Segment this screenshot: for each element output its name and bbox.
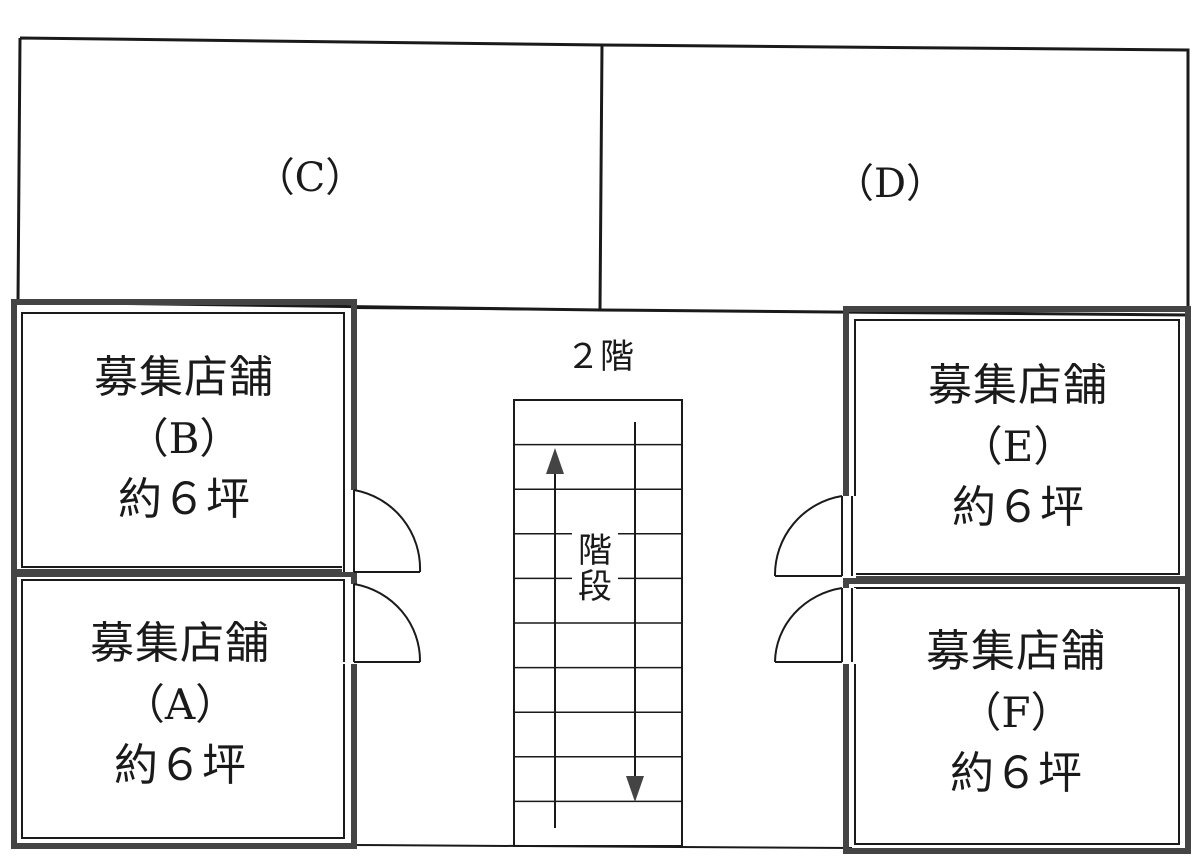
shop-title: 募集店舗 <box>926 626 1106 677</box>
door-shop-b <box>353 489 422 573</box>
shop-area: 約６坪 <box>950 748 1082 799</box>
shop-code: （A） <box>122 680 238 729</box>
stairs-label: 階 段 <box>575 531 615 607</box>
unit-d-outline <box>599 43 1190 317</box>
shop-code: （E） <box>960 422 1076 471</box>
floor-label: ２階 <box>566 337 634 377</box>
shop-a-walls <box>11 569 357 849</box>
shop-e-label: 募集店舗 （E） 約６坪 <box>868 354 1168 540</box>
shop-area: 約６坪 <box>952 482 1084 533</box>
stairs-label-char-1: 階 <box>578 531 612 571</box>
shop-title: 募集店舗 <box>928 360 1108 411</box>
shop-title: 募集店舗 <box>94 352 274 403</box>
stairs-label-char-2: 段 <box>578 566 612 607</box>
shop-f-walls <box>843 576 1191 854</box>
unit-d-label: （D） <box>833 161 947 207</box>
staircase <box>513 399 683 847</box>
stairs-down-arrow <box>626 422 644 802</box>
shop-b-label: 募集店舗 （B） 約６坪 <box>34 346 334 532</box>
corridor-top-wall <box>351 307 853 313</box>
shop-code: （B） <box>126 414 242 463</box>
unit-c-label: （C） <box>254 155 366 201</box>
door-shop-f <box>774 587 843 663</box>
door-shop-a <box>353 583 422 663</box>
shop-area: 約６坪 <box>114 740 246 791</box>
shop-area: 約６坪 <box>118 474 250 525</box>
shop-code: （F） <box>959 688 1073 737</box>
shop-title: 募集店舗 <box>90 618 270 669</box>
door-shop-e <box>773 495 843 577</box>
shop-f-label: 募集店舗 （F） 約６坪 <box>866 620 1166 806</box>
stairs-up-arrow <box>546 448 564 828</box>
shop-a-label: 募集店舗 （A） 約６坪 <box>30 612 330 798</box>
